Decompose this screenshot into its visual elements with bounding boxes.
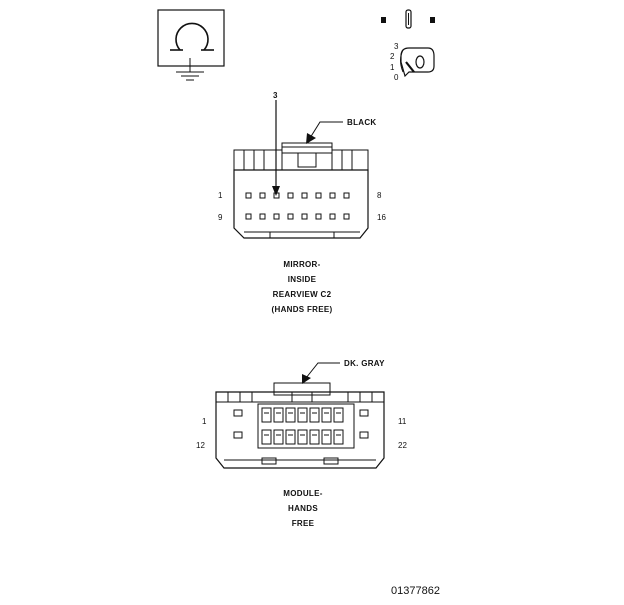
c2-callout-pin: 3 [273,91,278,100]
hf-pin-label-1: 1 [202,417,207,426]
key-position-3: 3 [394,42,399,51]
hf-pin-label-22: 22 [398,441,407,450]
hf-title-line-2: HANDS [288,504,318,513]
c2-title-line-3: REARVIEW C2 [273,290,332,299]
ground-omega-icon [157,9,225,81]
c2-title-line-2: INSIDE [288,275,317,284]
key-position-2: 2 [390,52,395,61]
c2-pin-label-1: 1 [218,191,223,200]
mirror-c2-connector: 3 BLACK 1 [218,91,386,314]
hf-title-line-1: MODULE- [283,489,322,498]
c2-pin-label-8: 8 [377,191,382,200]
hands-free-module-connector: DK. GRAY [196,359,407,528]
key-position-1: 1 [390,63,395,72]
ignition-key-icon: 3 2 1 0 [381,9,435,82]
c2-title-line-4: (HANDS FREE) [272,305,333,314]
c2-title-line-1: MIRROR- [283,260,320,269]
figure-number: 01377862 [391,585,440,597]
c2-pin-label-16: 16 [377,213,386,222]
c2-pin-label-9: 9 [218,213,223,222]
key-position-0: 0 [394,73,399,82]
hf-pin-label-12: 12 [196,441,205,450]
hf-color-label: DK. GRAY [344,359,385,368]
hf-title-line-3: FREE [292,519,315,528]
c2-color-label: BLACK [347,118,377,127]
hf-pin-label-11: 11 [398,417,407,426]
